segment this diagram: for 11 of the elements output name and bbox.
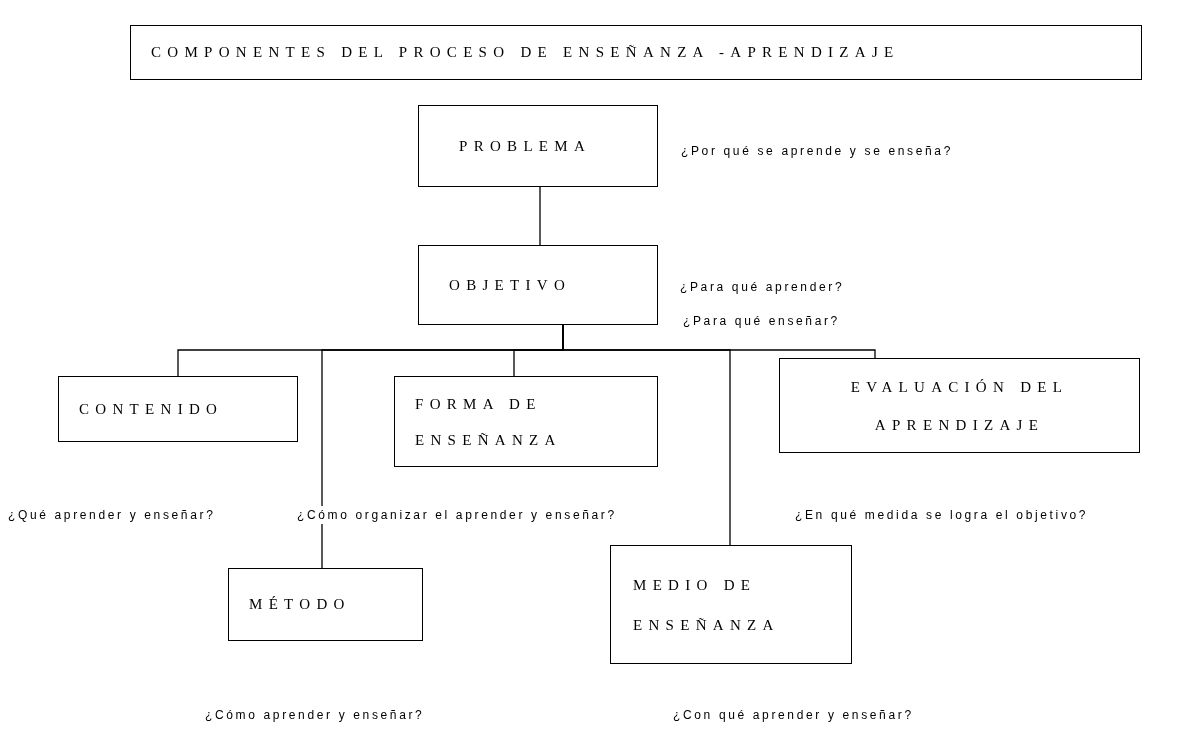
concept-box: OBJETIVO	[418, 245, 658, 325]
concept-box: CONTENIDO	[58, 376, 298, 442]
connector-line	[562, 324, 876, 359]
concept-box: PROBLEMA	[418, 105, 658, 187]
concept-box: EVALUACIÓN DEL APRENDIZAJE	[779, 358, 1140, 453]
concept-box: MEDIO DE ENSEÑANZA	[610, 545, 852, 664]
title-box: COMPONENTES DEL PROCESO DE ENSEÑANZA -APRENDIZAJE	[130, 25, 1142, 80]
concept-box: FORMA DE ENSEÑANZA	[394, 376, 658, 467]
connector-line	[539, 186, 541, 246]
concept-box: MÉTODO	[228, 568, 423, 641]
guiding-question: ¿Cómo organizar el aprender y enseñar?	[297, 506, 617, 524]
